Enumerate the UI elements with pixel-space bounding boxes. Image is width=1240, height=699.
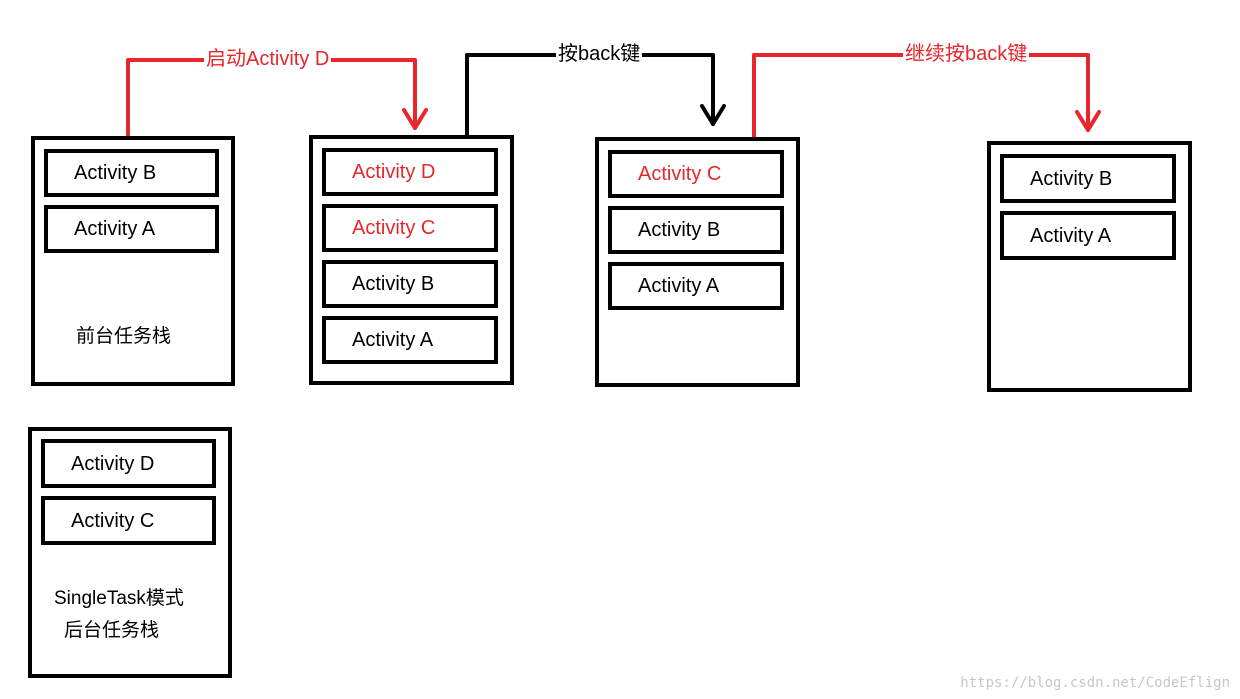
foreground-stack-caption: 前台任务栈 <box>76 326 172 347</box>
arrow-label-start-d: 启动Activity D <box>204 48 332 70</box>
activity-d: Activity D <box>41 439 216 488</box>
arrow-label-press-back-again: 继续按back键 <box>903 43 1030 65</box>
activity-c: Activity C <box>322 204 498 252</box>
activity-c: Activity C <box>41 496 216 545</box>
activity-a: Activity A <box>44 205 219 253</box>
arrow-press-back-again <box>752 53 1101 140</box>
activity-b: Activity B <box>322 260 498 308</box>
activity-a: Activity A <box>1000 211 1176 260</box>
activity-b: Activity B <box>44 149 219 197</box>
arrow-start-d <box>126 58 428 139</box>
arrow-press-back <box>465 53 726 138</box>
activity-b: Activity B <box>608 206 784 254</box>
activity-c: Activity C <box>608 150 784 198</box>
activity-d: Activity D <box>322 148 498 196</box>
background-stack-caption: 后台任务栈 <box>64 620 160 641</box>
background-stack-mode: SingleTask模式 <box>54 588 184 609</box>
watermark: https://blog.csdn.net/CodeEflign <box>960 675 1230 691</box>
activity-a: Activity A <box>322 316 498 364</box>
activity-b: Activity B <box>1000 154 1176 203</box>
arrow-label-press-back: 按back键 <box>556 43 643 65</box>
activity-a: Activity A <box>608 262 784 310</box>
